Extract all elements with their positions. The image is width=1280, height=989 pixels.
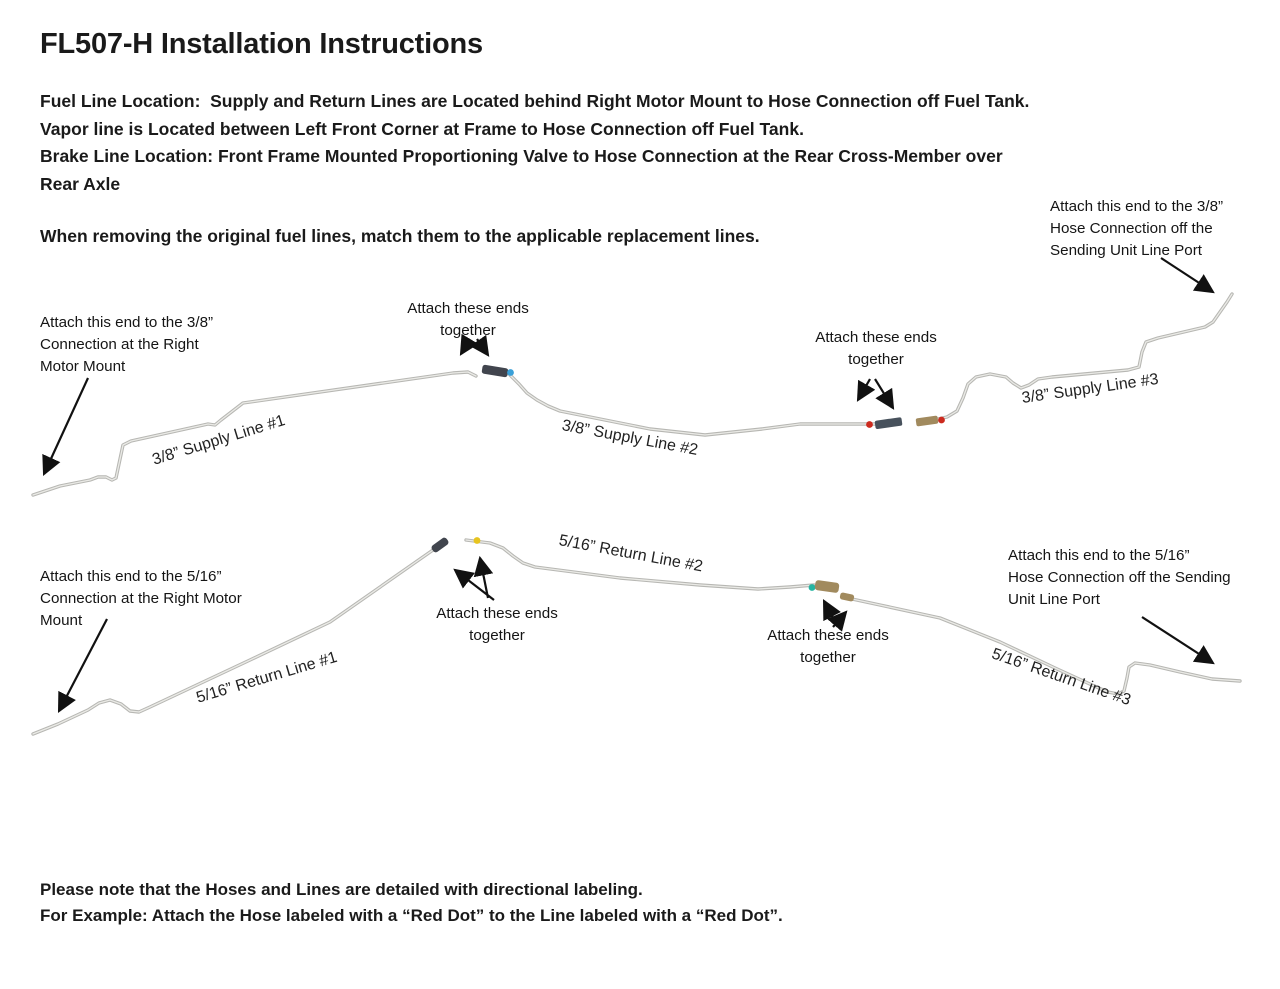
arrow-supply-right-end [1160, 257, 1215, 294]
arrow-supply-joint1-right [469, 334, 490, 357]
arrow-supply-left-end [42, 377, 89, 476]
directional-labeling-note: Please note that the Hoses and Lines are… [40, 877, 1200, 929]
arrow-return-left-end [57, 618, 108, 713]
blue-dot-marker [507, 369, 514, 376]
footer-note-line-2: For Example: Attach the Hose labeled wit… [40, 906, 783, 925]
arrow-supply-joint2-right [874, 378, 895, 410]
arrow-return-joint1-right [473, 555, 494, 599]
hose-fitting-supply-joint-1 [481, 364, 509, 378]
return-attach-left-note: Attach this end to the 5/16” Connection … [40, 568, 242, 629]
arrow-supply-joint1-left [459, 333, 479, 356]
brake-line-location-text-cont: Rear Axle [40, 173, 121, 194]
vapor-line-location-text: Vapor line is Located between Left Front… [40, 118, 804, 139]
arrow-return-right-end [1141, 616, 1215, 665]
supply-attach-together-note-1: Attach these ends together [407, 300, 529, 339]
footer-note-line-1: Please note that the Hoses and Lines are… [40, 880, 643, 899]
arrow-return-joint2-left [822, 599, 841, 625]
removal-note: When removing the original fuel lines, m… [40, 226, 760, 246]
supply-attach-left-note: Attach this end to the 3/8” Connection a… [40, 314, 214, 375]
return-attach-together-note-1: Attach these ends together [436, 605, 558, 644]
arrow-supply-joint2-left [856, 378, 876, 402]
return-attach-together-note-2: Attach these ends together [767, 627, 889, 666]
red-dot-marker-hose [938, 416, 945, 424]
supply-line-3-tube [918, 292, 1234, 423]
brass-fitting-return-line-2-end [814, 580, 840, 593]
supply-attach-right-note: Attach this end to the 3/8” Hose Connect… [1050, 198, 1224, 259]
teal-dot-marker [808, 584, 816, 591]
red-dot-marker-line [866, 421, 873, 428]
fuel-line-location-text: Fuel Line Location: Supply and Return Li… [40, 91, 1030, 111]
page-title: FL507-H Installation Instructions [40, 28, 483, 60]
location-description: Fuel Line Location: Supply and Return Li… [40, 88, 1200, 198]
supply-line-3-tube-highlight [919, 293, 1233, 422]
arrow-return-joint2-right [826, 610, 848, 632]
hose-fitting-return-line-1-end [431, 537, 449, 553]
supply-attach-together-note-2: Attach these ends together [815, 329, 937, 368]
brass-fitting-supply-line-3 [915, 415, 939, 427]
brass-fitting-return-line-3-start [839, 592, 855, 602]
yellow-dot-marker [473, 537, 481, 544]
brake-line-location-text: Brake Line Location: Front Frame Mounted… [40, 146, 1003, 166]
hose-fitting-supply-joint-2 [874, 417, 903, 430]
return-attach-right-note: Attach this end to the 5/16” Hose Connec… [1008, 547, 1231, 608]
